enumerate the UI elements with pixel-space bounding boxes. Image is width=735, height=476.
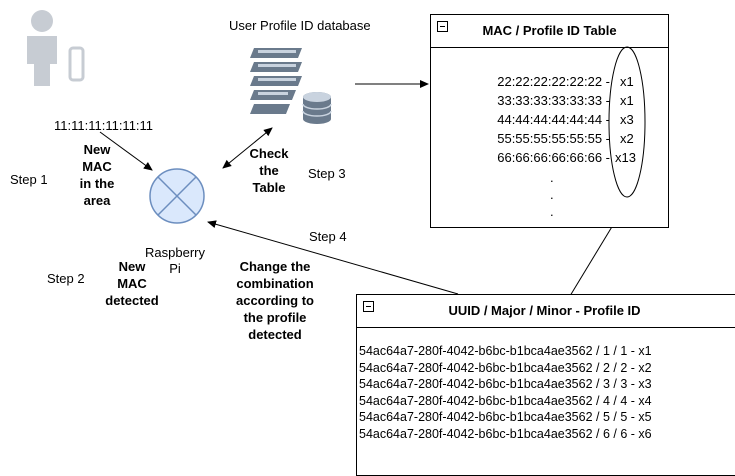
phone-icon [68,46,85,82]
database-label: User Profile ID database [229,18,371,33]
collapse-icon[interactable] [363,301,374,312]
profile-id-cell: x13 [615,150,636,165]
arrow-pi-db-bidirectional [222,127,273,169]
step2-label: Step 2 [47,271,85,286]
new-mac-detected-label: New MAC detected [105,259,159,308]
mac-row: 66:66:66:66:66:66 - [497,150,610,165]
uuid-table-header: UUID / Major / Minor - Profile ID [357,295,735,328]
uuid-row: 54ac64a7-280f-4042-b6bc-b1bca4ae3562 / 2… [359,360,652,375]
mac-row: 33:33:33:33:33:33 - [497,93,610,108]
check-table-label: Check the Table [249,146,289,195]
raspberry-pi-label: Raspberry Pi [145,245,205,276]
uuid-row: 54ac64a7-280f-4042-b6bc-b1bca4ae3562 / 3… [359,377,652,391]
step4-label: Step 4 [309,229,347,244]
mac-row: 22:22:22:22:22:22 - [497,74,610,89]
mac-address-label: 11:11:11:11:11:11 [54,118,154,133]
arrow-mac-to-pi [99,131,153,171]
ellipsis-dot: . [550,204,554,219]
new-mac-in-area-label: New MAC in the area [79,142,115,208]
uuid-profile-table: UUID / Major / Minor - Profile ID 54ac64… [356,294,735,476]
arrow-uuid-table-to-pi [207,220,459,295]
ellipsis-dot: . [550,170,554,185]
raspberry-pi-node-icon [149,168,205,224]
profile-id-cell: x1 [620,74,634,89]
uuid-table-title: UUID / Major / Minor - Profile ID [448,303,641,318]
step3-label: Step 3 [308,166,346,181]
mac-row: 44:44:44:44:44:44 - [497,112,610,127]
uuid-row: 54ac64a7-280f-4042-b6bc-b1bca4ae3562 / 5… [359,410,652,424]
profile-id-ellipse [608,46,646,198]
database-server-icon [250,48,332,124]
mac-row: 55:55:55:55:55:55 - [497,131,610,146]
step1-label: Step 1 [10,172,48,187]
uuid-table-body: 54ac64a7-280f-4042-b6bc-b1bca4ae3562 / 1… [357,328,735,442]
mac-table-header: MAC / Profile ID Table [431,15,668,48]
user-icon [27,10,57,86]
profile-id-cell: x1 [620,93,634,108]
uuid-row: 54ac64a7-280f-4042-b6bc-b1bca4ae3562 / 4… [359,393,652,408]
mac-table-title: MAC / Profile ID Table [482,23,617,38]
uuid-row: 54ac64a7-280f-4042-b6bc-b1bca4ae3562 / 6… [359,426,652,441]
collapse-icon[interactable] [437,21,448,32]
profile-id-cell: x3 [620,112,634,127]
profile-id-cell: x2 [620,131,634,146]
uuid-row: 54ac64a7-280f-4042-b6bc-b1bca4ae3562 / 1… [359,344,652,358]
ellipsis-dot: . [550,187,554,202]
change-combination-label: Change the combination according to the … [235,259,314,342]
mac-profile-table: MAC / Profile ID Table 22:22:22:22:22:22… [430,14,669,228]
